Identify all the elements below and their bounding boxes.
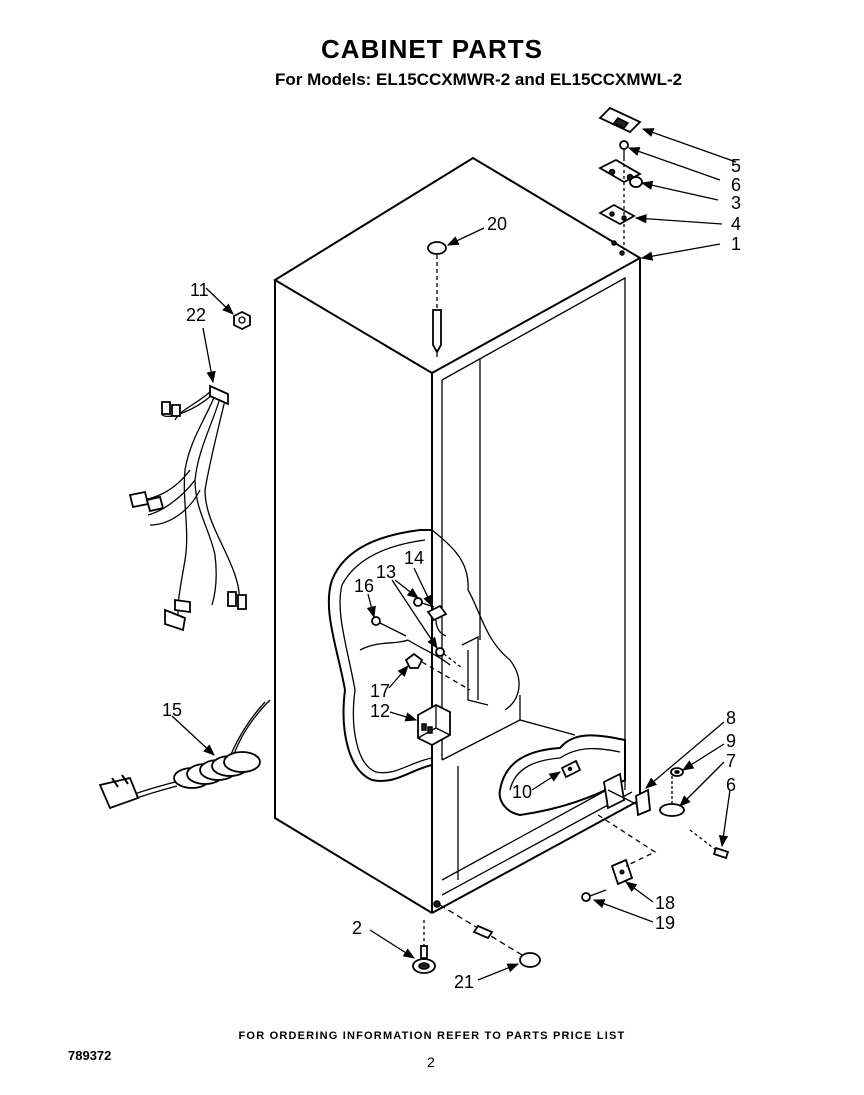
callout-11: 11: [190, 280, 209, 300]
hinge-shim: [598, 203, 636, 226]
callout-21: 21: [454, 972, 474, 992]
callout-1: 1: [731, 234, 741, 254]
callout-12: 12: [370, 701, 390, 721]
callout-7: 7: [726, 751, 736, 771]
callout-22: 22: [186, 305, 206, 325]
control-box-12: [417, 703, 451, 747]
callout-6: 6: [731, 175, 741, 195]
callout-17: 17: [370, 681, 390, 701]
hex-nut: [233, 310, 251, 331]
thermostat-capillary: [359, 639, 451, 666]
wiring-harness: [128, 384, 247, 632]
callout-6b: 6: [726, 775, 736, 795]
callout-8: 8: [726, 708, 736, 728]
cutaway-bottom: [498, 734, 626, 817]
screw-6b: [689, 829, 730, 860]
callout-10: 10: [512, 782, 532, 802]
callout-16: 16: [354, 576, 374, 596]
screw-19: [581, 889, 607, 902]
bracket: [426, 604, 448, 637]
washer-9: [670, 767, 684, 777]
bracket-18: [597, 814, 657, 886]
knob-17: [404, 652, 471, 691]
callout-2: 2: [352, 918, 362, 938]
callout-labels: 5 6 3 4 1 20 11 22 14 13 16 17 12 15 8 9…: [162, 156, 741, 992]
ordering-note: FOR ORDERING INFORMATION REFER TO PARTS …: [238, 1030, 626, 1042]
latch-10: [560, 759, 582, 779]
callout-9: 9: [726, 731, 736, 751]
callout-20: 20: [487, 214, 507, 234]
screw-16: [371, 616, 407, 637]
cutaway-left: [327, 529, 520, 782]
top-hinge: [598, 158, 643, 188]
leader-lines: [171, 128, 737, 981]
hinge-pin-7: [659, 776, 685, 817]
roller-21: [433, 900, 541, 968]
callout-5: 5: [731, 156, 741, 176]
cabinet-body: [273, 156, 643, 914]
models-subtitle: For Models: EL15CCXMWR-2 and EL15CCXMWL-…: [275, 70, 683, 89]
hinge-screw: [619, 140, 629, 158]
callout-3: 3: [731, 193, 741, 213]
callout-15: 15: [162, 700, 182, 720]
callout-14: 14: [404, 548, 424, 568]
bottom-hinge-assembly: [603, 772, 651, 817]
hinge-cover: [598, 106, 642, 134]
callout-18: 18: [655, 893, 675, 913]
callout-4: 4: [731, 214, 741, 234]
plug-button: [427, 241, 447, 360]
callout-13: 13: [376, 562, 396, 582]
page-number: 2: [427, 1054, 435, 1070]
power-cord: [98, 699, 271, 810]
callout-19: 19: [655, 913, 675, 933]
leveling-leg-2: [412, 920, 436, 974]
page-title: CABINET PARTS: [321, 34, 543, 64]
document-number: 789372: [68, 1048, 112, 1063]
screw-13b: [435, 647, 463, 669]
